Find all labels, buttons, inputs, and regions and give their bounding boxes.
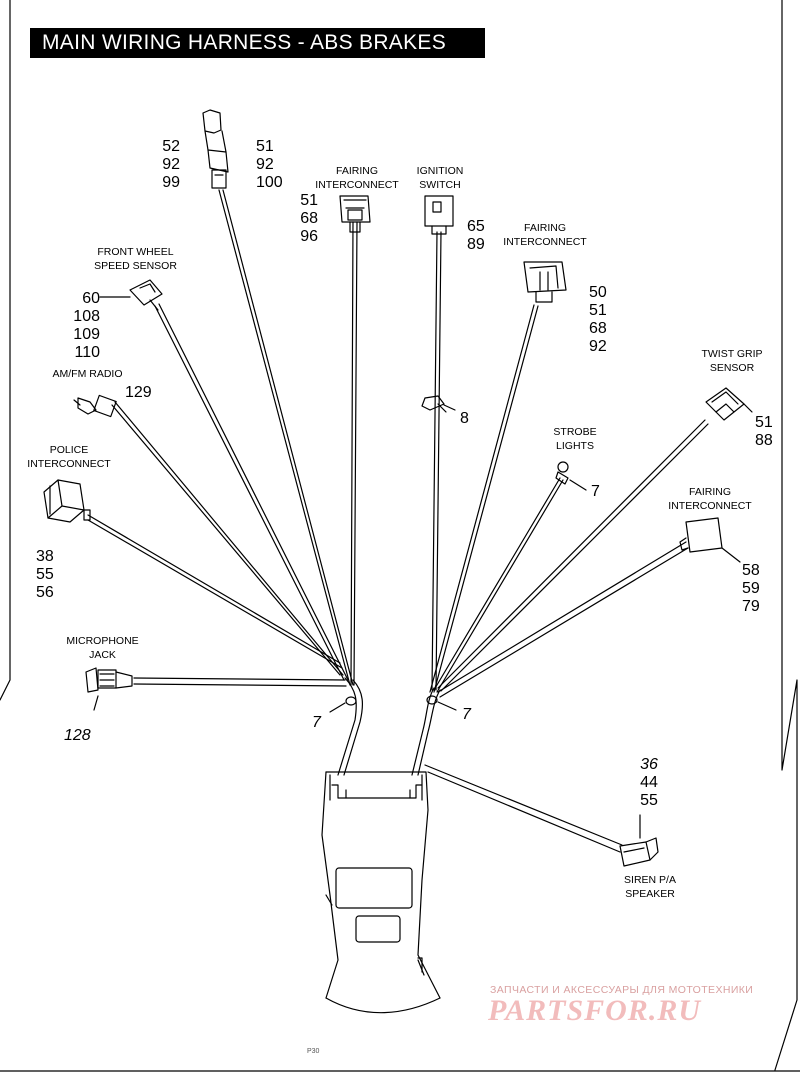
- watermark-text: ЗАПЧАСТИ И АКСЕССУАРЫ ДЛЯ МОТОТЕХНИКИ: [490, 984, 754, 996]
- diagram-title: MAIN WIRING HARNESS - ABS BRAKES: [30, 28, 485, 58]
- siren-connector-drawing: [619, 814, 659, 867]
- relay-right-numbers: 51 92 100: [256, 138, 296, 192]
- fairing-interconnect-3-label: FAIRING INTERCONNECT: [668, 486, 752, 512]
- clip-numbers: 8: [460, 410, 469, 427]
- page-code: P30: [307, 1048, 320, 1055]
- ignition-switch-numbers: 65 89: [467, 218, 485, 253]
- part-number: 52: [162, 138, 180, 155]
- twist-grip-numbers: 51 88: [755, 414, 773, 449]
- clip-drawing: [421, 395, 456, 413]
- ignition-switch-label: IGNITION SWITCH: [416, 165, 464, 191]
- radio-jack-drawing: [73, 394, 117, 418]
- microphone-jack-drawing: [85, 667, 133, 711]
- strobe-lights-numbers: 7: [591, 483, 600, 500]
- microphone-jack-numbers: 128: [64, 727, 91, 744]
- fairing-interconnect-1-drawing: [339, 195, 371, 233]
- am-fm-radio-numbers: 129: [125, 384, 152, 401]
- ignition-switch-drawing: [424, 195, 454, 235]
- fairing-interconnect-2-drawing: [523, 261, 567, 303]
- part-number: 100: [256, 174, 283, 191]
- strobe-drawing: [555, 461, 587, 491]
- fairing-interconnect-3-numbers: 58 59 79: [742, 562, 760, 615]
- cable-strap-right-numbers: 7: [462, 706, 471, 723]
- fairing-interconnect-1-numbers: 51 68 96: [300, 192, 318, 245]
- part-number: 92: [256, 156, 274, 173]
- siren-wire: [424, 764, 623, 846]
- fairing-interconnect-1-label: FAIRING INTERCONNECT: [315, 165, 399, 191]
- part-number: 99: [162, 174, 180, 191]
- speed-sensor-drawing: [99, 279, 163, 311]
- siren-speaker-numbers: 36 44 55: [640, 756, 658, 809]
- fairing-interconnect-3-drawing: [679, 517, 741, 563]
- right-wire-bundle: [411, 231, 709, 776]
- part-number: 51: [256, 138, 274, 155]
- police-interconnect-drawing: [43, 479, 91, 523]
- cable-strap-left-drawing: [329, 696, 357, 713]
- cable-strap-right-drawing: [426, 695, 457, 711]
- twist-grip-drawing: [705, 387, 753, 421]
- microphone-jack-label: MICROPHONE JACK: [66, 635, 139, 661]
- fairing-bracket-drawing: [321, 771, 441, 1014]
- speed-sensor-label: FRONT WHEEL SPEED SENSOR: [94, 246, 177, 272]
- part-number: 92: [162, 156, 180, 173]
- siren-speaker-label: SIREN P/A SPEAKER: [624, 874, 676, 900]
- twist-grip-label: TWIST GRIP SENSOR: [701, 348, 763, 374]
- left-wire-bundle: [87, 189, 364, 776]
- frame-left: [0, 0, 11, 701]
- relay-left-numbers: 52 92 99: [150, 138, 180, 192]
- am-fm-radio-label: AM/FM RADIO: [52, 368, 123, 380]
- speed-sensor-numbers: 60 108 109 110: [73, 290, 100, 361]
- cable-strap-left-numbers: 7: [312, 714, 321, 731]
- frame-right: [774, 0, 798, 1071]
- police-interconnect-numbers: 38 55 56: [36, 548, 54, 601]
- relay-connector-drawing: [202, 109, 229, 189]
- police-interconnect-label: POLICE INTERCONNECT: [27, 444, 111, 470]
- watermark-logo: PARTSFOR.RU: [488, 994, 701, 1027]
- fairing-interconnect-2-numbers: 50 51 68 92: [589, 284, 607, 355]
- strobe-lights-label: STROBE LIGHTS: [553, 426, 597, 452]
- fairing-interconnect-2-label: FAIRING INTERCONNECT: [503, 222, 587, 248]
